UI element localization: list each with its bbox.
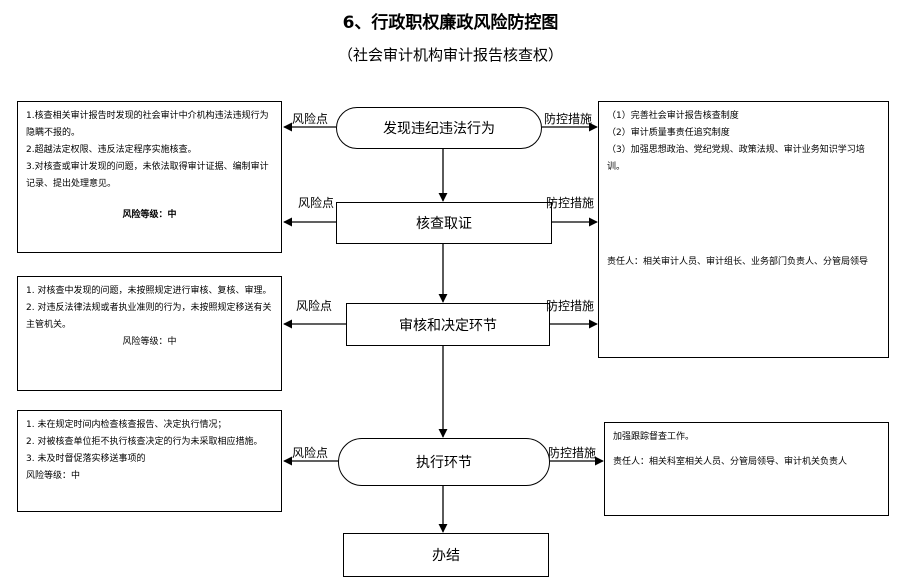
diagram-title: 6、行政职权廉政风险防控图 — [342, 13, 559, 33]
risk-item: 2. 对违反法律法规或者执业准则的行为，未按照规定移送有关主管机关。 — [26, 303, 272, 330]
step-label: 核查取证 — [416, 216, 472, 232]
control-item: （1）完善社会审计报告核查制度 — [607, 111, 739, 121]
control-measure-label: 防控措施 — [546, 299, 595, 313]
risk-point-label: 风险点 — [292, 112, 329, 126]
control-box-main: （1）完善社会审计报告核查制度 （2）审计质量事责任追究制度 （3）加强思想政治… — [598, 101, 889, 358]
risk-level: 风险等级：中 — [122, 210, 177, 220]
step-verify-evidence: 核查取证 — [336, 202, 552, 244]
control-measure-label: 防控措施 — [544, 112, 593, 126]
risk-level: 风险等级：中 — [26, 471, 81, 481]
control-item: 加强跟踪督查工作。 — [613, 432, 695, 442]
control-measure-label: 防控措施 — [548, 446, 597, 460]
step-execution: 执行环节 — [338, 438, 550, 486]
risk-point-label: 风险点 — [292, 446, 329, 460]
responsible-persons: 责任人：相关审计人员、审计组长、业务部门负责人、分管局领导 — [607, 257, 869, 267]
control-item: （2）审计质量事责任追究制度 — [607, 128, 730, 138]
risk-item: 3. 未及时督促落实移送事项的 — [26, 454, 146, 464]
control-box-execution: 加强跟踪督查工作。 责任人：相关科室相关人员、分管局领导、审计机关负责人 — [604, 422, 889, 516]
risk-item: 1. 对核查中发现的问题，未按照规定进行审核、复核、审理。 — [26, 286, 272, 296]
step-complete: 办结 — [343, 533, 549, 577]
step-label: 执行环节 — [416, 455, 472, 471]
step-label: 审核和决定环节 — [399, 317, 497, 334]
control-item: （3）加强思想政治、党纪党规、政策法规、审计业务知识学习培训。 — [607, 145, 865, 172]
step-discover-violation: 发现违纪违法行为 — [336, 107, 542, 149]
step-review-decision: 审核和决定环节 — [346, 303, 550, 346]
risk-item: 1.核查相关审计报告时发现的社会审计中介机构违法违规行为隐瞒不报的。 — [26, 111, 269, 138]
risk-item: 2. 对被核查单位拒不执行核查决定的行为未采取相应措施。 — [26, 437, 263, 447]
risk-box-review: 1. 对核查中发现的问题，未按照规定进行审核、复核、审理。 2. 对违反法律法规… — [17, 276, 282, 391]
risk-point-label: 风险点 — [296, 299, 333, 313]
risk-item: 1. 未在规定时间内检查核查报告、决定执行情况； — [26, 420, 227, 430]
step-label: 办结 — [432, 548, 460, 564]
risk-box-execution: 1. 未在规定时间内检查核查报告、决定执行情况； 2. 对被核查单位拒不执行核查… — [17, 410, 282, 512]
risk-item: 3.对核查或审计发现的问题，未依法取得审计证据、编制审计记录、提出处理意见。 — [26, 162, 269, 189]
step-label: 发现违纪违法行为 — [383, 121, 495, 137]
responsible-persons: 责任人：相关科室相关人员、分管局领导、审计机关负责人 — [613, 457, 848, 467]
diagram-subtitle: （社会审计机构审计报告核查权） — [337, 46, 563, 64]
risk-level: 风险等级：中 — [122, 337, 177, 347]
risk-box-discovery: 1.核查相关审计报告时发现的社会审计中介机构违法违规行为隐瞒不报的。 2.超越法… — [17, 101, 282, 253]
risk-point-label: 风险点 — [298, 196, 335, 210]
risk-item: 2.超越法定权限、违反法定程序实施核查。 — [26, 145, 197, 155]
control-measure-label: 防控措施 — [546, 196, 595, 210]
